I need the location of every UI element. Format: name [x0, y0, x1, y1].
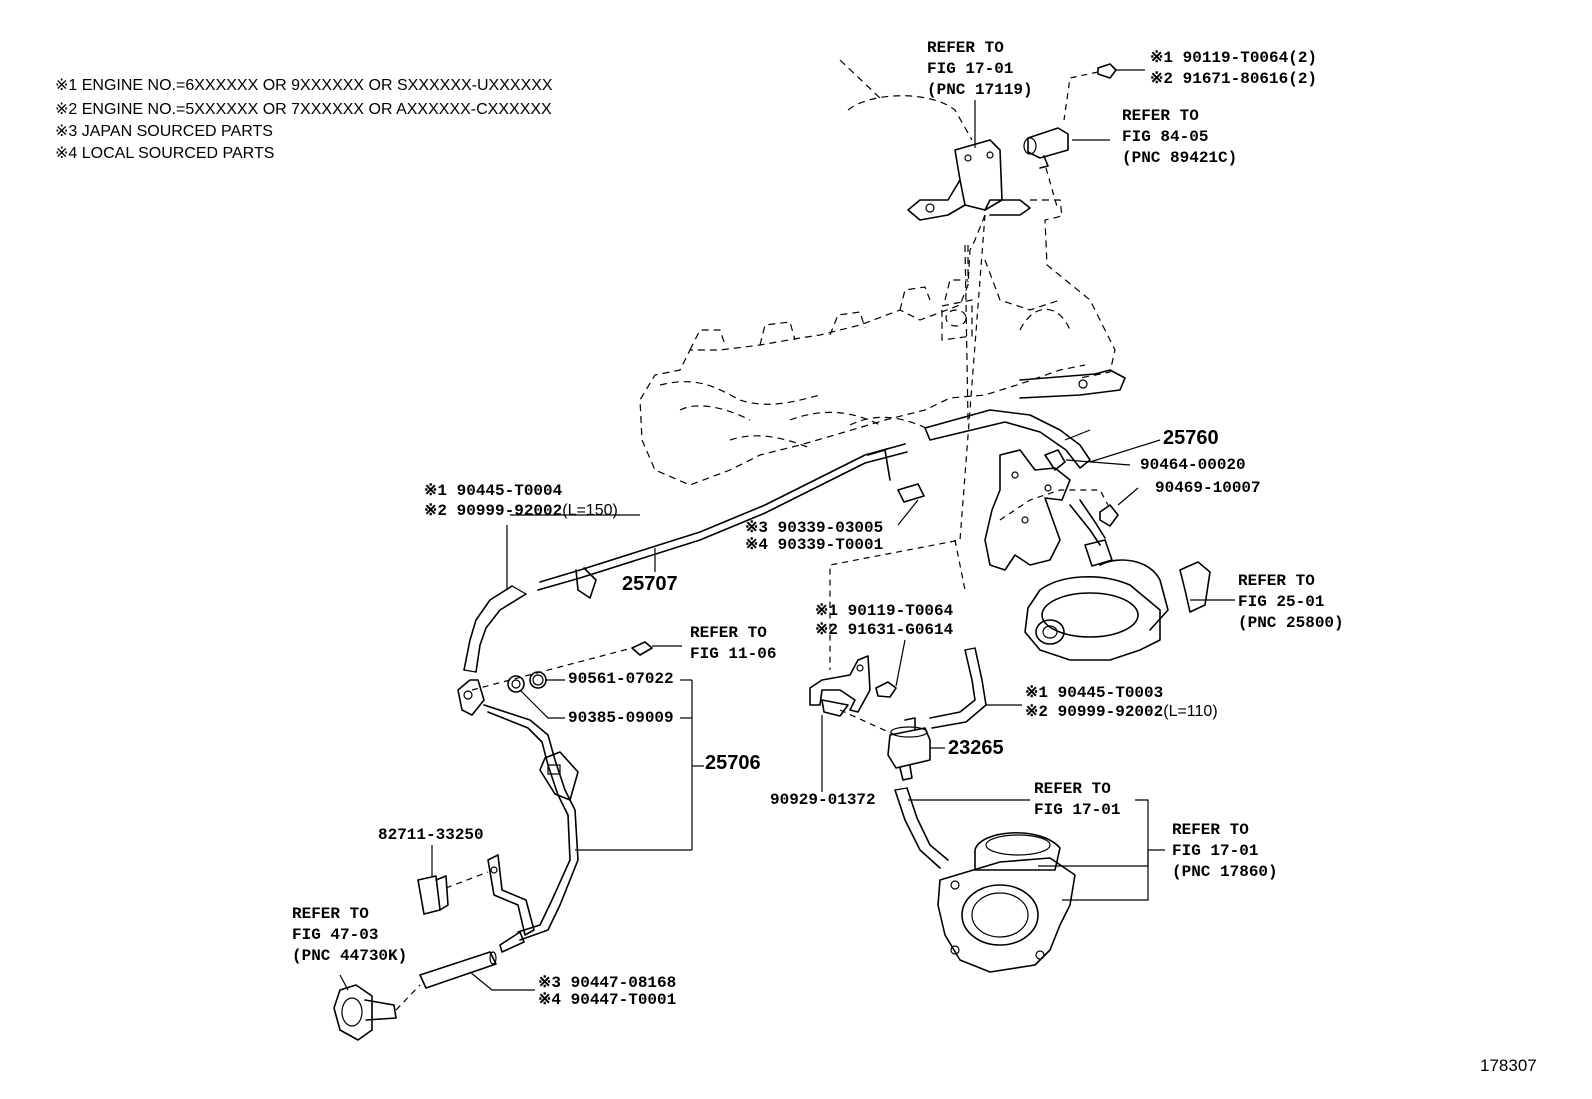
vsv-sensor-top — [1024, 64, 1145, 210]
ref-11-06-line1: REFER TO — [690, 624, 767, 642]
leader-25760 — [1065, 430, 1090, 440]
ref-11-06-line2: FIG 11-06 — [690, 645, 777, 663]
engine-outline — [640, 60, 1125, 485]
part-90469-10007: 90469-10007 — [1155, 479, 1261, 497]
clip-82711-33250 — [418, 845, 534, 935]
part-bolt-90119-T0064-2: ※1 90119-T0064(2) — [1150, 49, 1318, 67]
dashed-align-b — [955, 540, 965, 590]
ref-17-01-c-line3: (PNC 17860) — [1172, 863, 1278, 881]
part-90464-00020: 90464-00020 — [1140, 456, 1246, 474]
part-90119-T0064: ※1 90119-T0064 — [815, 602, 954, 620]
hose-90929-01372 — [895, 788, 1030, 868]
ref-84-05-line3: (PNC 89421C) — [1122, 149, 1238, 167]
hose-a-length: (L=150) — [562, 502, 618, 519]
part-90561-07022: 90561-07022 — [568, 670, 674, 688]
part-90447-T0001: ※4 90447-T0001 — [538, 991, 677, 1009]
ref-17-01-a-line1: REFER TO — [927, 39, 1004, 57]
ref-84-05-line1: REFER TO — [1122, 107, 1199, 125]
top-bracket — [908, 100, 1030, 220]
part-25706: 25706 — [705, 752, 761, 774]
dashed-align-c — [1000, 490, 1108, 520]
hose-90445-T0003 — [930, 648, 1022, 728]
note-japan-sourced: ※3 JAPAN SOURCED PARTS — [55, 123, 273, 140]
throttle-body — [938, 800, 1165, 972]
part-90999-92002-c: ※2 90999-92002(L=110) — [1025, 703, 1218, 721]
ref-25-01-line1: REFER TO — [1238, 572, 1315, 590]
part-90929-01372: 90929-01372 — [770, 791, 876, 809]
ref-47-03-line2: FIG 47-03 — [292, 926, 379, 944]
hose-90445-T0004 — [464, 525, 526, 672]
ref-25-01-line3: (PNC 25800) — [1238, 614, 1344, 632]
note-engine-2: ※2 ENGINE NO.=5XXXXXX OR 7XXXXXX OR AXXX… — [55, 101, 552, 118]
egr-valve-assembly — [925, 410, 1235, 660]
ref-17-01-a-line2: FIG 17-01 — [927, 60, 1014, 78]
ref-17-01-b-line2: FIG 17-01 — [1034, 801, 1121, 819]
ref-25-01-line2: FIG 25-01 — [1238, 593, 1325, 611]
vsv-23265 — [888, 718, 945, 780]
dashed-align-a — [830, 215, 985, 670]
part-90339-T0001: ※4 90339-T0001 — [745, 536, 884, 554]
ref-17-01-a-line3: (PNC 17119) — [927, 81, 1033, 99]
hose-90447 — [334, 952, 535, 1040]
part-90447-08168: ※3 90447-08168 — [538, 974, 677, 992]
part-82711-33250: 82711-33250 — [378, 826, 484, 844]
part-91631-G0614: ※2 91631-G0614 — [815, 621, 954, 639]
part-90445-T0003: ※1 90445-T0003 — [1025, 684, 1164, 702]
vacuum-pipe-25707 — [510, 444, 907, 598]
note-local-sourced: ※4 LOCAL SOURCED PARTS — [55, 145, 275, 162]
part-bolt-91671-80616-2: ※2 91671-80616(2) — [1150, 70, 1318, 88]
hose-c-length: (L=110) — [1163, 703, 1218, 720]
part-90999-92002-c-number: ※2 90999-92002 — [1025, 703, 1164, 721]
vacuum-pipe-25706 — [458, 680, 704, 952]
ref-17-01-c-line2: FIG 17-01 — [1172, 842, 1259, 860]
note-engine-1: ※1 ENGINE NO.=6XXXXXX OR 9XXXXXX OR SXXX… — [55, 77, 553, 94]
part-90999-92002-a: ※2 90999-92002(L=150) — [424, 502, 618, 520]
part-90385-09009: 90385-09009 — [568, 709, 674, 727]
bracket-bolt-mid — [810, 640, 905, 792]
hose-90339 — [898, 484, 924, 525]
part-25707: 25707 — [622, 573, 678, 595]
ref-84-05-line2: FIG 84-05 — [1122, 128, 1209, 146]
part-23265: 23265 — [948, 737, 1004, 759]
ref-17-01-b-line1: REFER TO — [1034, 780, 1111, 798]
part-90339-03005: ※3 90339-03005 — [745, 519, 884, 537]
figure-number: 178307 — [1480, 1056, 1537, 1075]
ref-47-03-line1: REFER TO — [292, 905, 369, 923]
ref-47-03-line3: (PNC 44730K) — [292, 947, 408, 965]
part-90999-92002-a-number: ※2 90999-92002 — [424, 502, 563, 520]
ref-17-01-c-line1: REFER TO — [1172, 821, 1249, 839]
washer-nut-group — [472, 642, 682, 718]
part-90445-T0004: ※1 90445-T0004 — [424, 482, 563, 500]
part-25760: 25760 — [1163, 427, 1219, 449]
